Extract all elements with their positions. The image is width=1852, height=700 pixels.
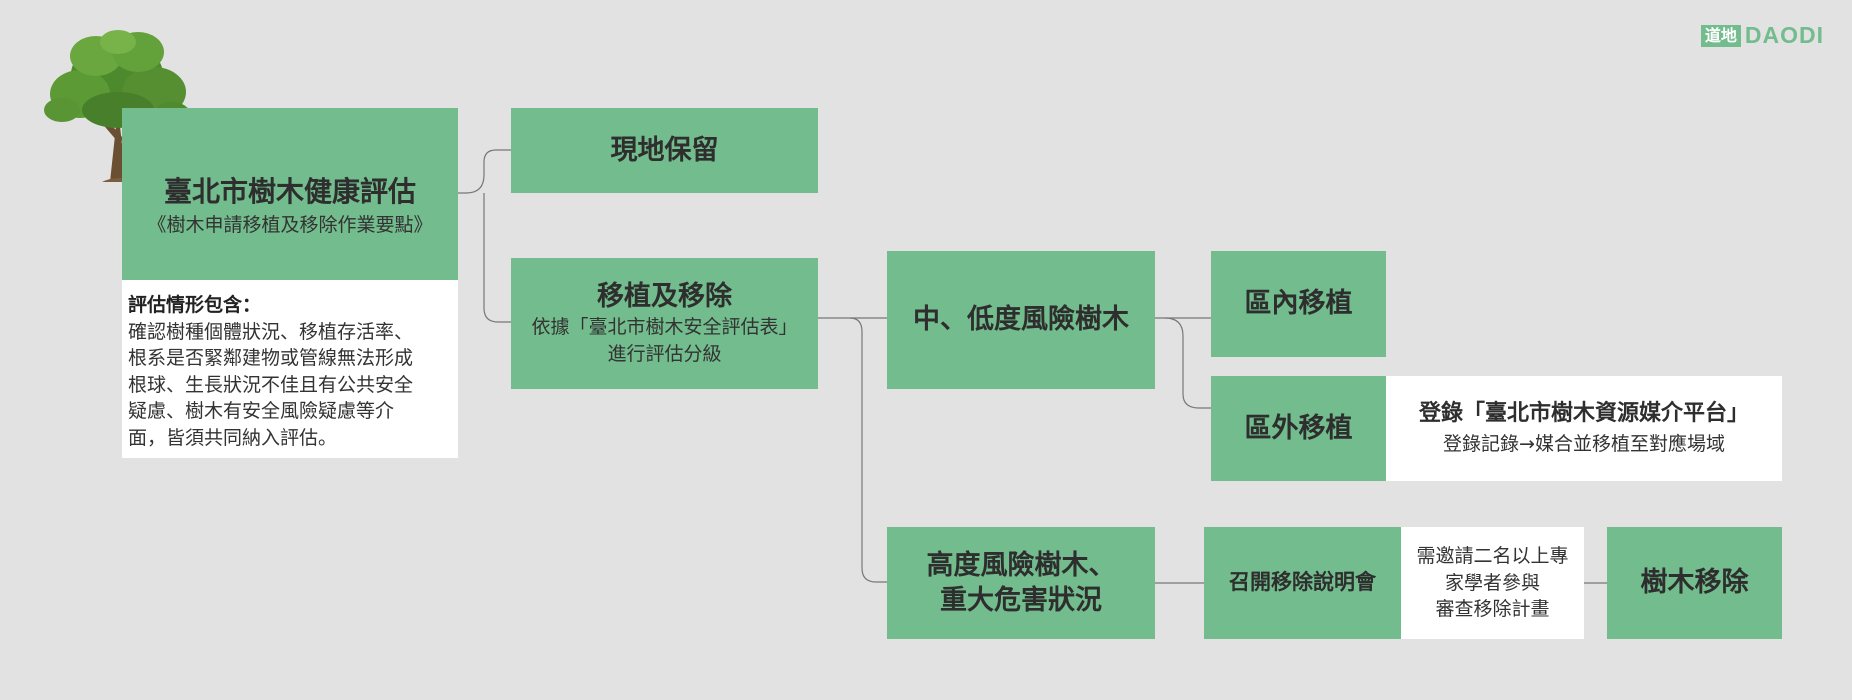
register-platform-title: 登錄「臺北市樹木資源媒介平台」 xyxy=(1418,400,1749,426)
connector-root xyxy=(458,149,511,194)
out-area-transplant-title: 區外移植 xyxy=(1244,412,1353,444)
brand-logo: 道地 DAODI xyxy=(1700,22,1824,49)
transplant-remove-sub-1: 依據「臺北市樹木安全評估表」 xyxy=(531,316,798,339)
note-line: 根球、生長狀況不佳且有公共安全 xyxy=(128,373,414,396)
register-platform-sub: 登錄記錄→媒合並移植至對應場域 xyxy=(1443,432,1725,455)
expert-review-line: 家學者參與 xyxy=(1444,571,1540,594)
removal-meeting-box: 召開移除說明會 xyxy=(1204,527,1401,639)
note-line: 面，皆須共同納入評估。 xyxy=(128,426,338,449)
high-risk-box: 高度風險樹木、 重大危害狀況 xyxy=(887,527,1155,639)
root-title: 臺北市樹木健康評估 xyxy=(163,174,416,208)
high-risk-title-1: 高度風險樹木、 xyxy=(926,549,1116,581)
brand-logo-cn: 道地 xyxy=(1700,24,1741,47)
out-area-transplant-box: 區外移植 xyxy=(1211,376,1386,481)
transplant-remove-sub-2: 進行評估分級 xyxy=(607,343,722,366)
preserve-box: 現地保留 xyxy=(511,108,818,193)
assessment-note: 評估情形包含： 確認樹種個體狀況、移植存活率、 根系是否緊鄰建物或管線無法形成 … xyxy=(122,280,458,458)
preserve-title: 現地保留 xyxy=(610,134,719,166)
transplant-remove-title: 移植及移除 xyxy=(597,281,732,313)
tree-removal-box: 樹木移除 xyxy=(1607,527,1782,639)
expert-review-line: 審查移除計畫 xyxy=(1435,598,1550,621)
in-area-transplant-title: 區內移植 xyxy=(1244,288,1353,320)
connector-root-lower xyxy=(483,193,511,323)
note-line: 根系是否緊鄰建物或管線無法形成 xyxy=(128,347,414,369)
register-platform-box: 登錄「臺北市樹木資源媒介平台」 登錄記錄→媒合並移植至對應場域 xyxy=(1386,376,1782,481)
root-assessment-box: 臺北市樹木健康評估 《樹木申請移植及移除作業要點》 xyxy=(122,108,458,280)
note-line: 疑慮、樹木有安全風險疑慮等介 xyxy=(128,400,395,422)
note-line: 確認樹種個體狀況、移植存活率、 xyxy=(128,320,414,343)
brand-logo-en: DAODI xyxy=(1744,22,1824,48)
in-area-transplant-box: 區內移植 xyxy=(1211,251,1386,357)
note-heading: 評估情形包含： xyxy=(128,294,262,316)
high-risk-title-2: 重大危害狀況 xyxy=(940,585,1102,616)
root-subtitle: 《樹木申請移植及移除作業要點》 xyxy=(147,213,433,236)
tree-removal-title: 樹木移除 xyxy=(1640,567,1749,599)
expert-review-line: 需邀請二名以上專 xyxy=(1416,545,1569,568)
connector-high xyxy=(849,317,887,583)
transplant-remove-box: 移植及移除 依據「臺北市樹木安全評估表」 進行評估分級 xyxy=(511,258,818,389)
expert-review-box: 需邀請二名以上專 家學者參與 審查移除計畫 xyxy=(1401,527,1584,639)
connector-out xyxy=(1164,317,1211,409)
mid-low-risk-title: 中、低度風險樹木 xyxy=(913,304,1129,336)
mid-low-risk-box: 中、低度風險樹木 xyxy=(887,251,1155,389)
removal-meeting-title: 召開移除說明會 xyxy=(1229,570,1376,595)
